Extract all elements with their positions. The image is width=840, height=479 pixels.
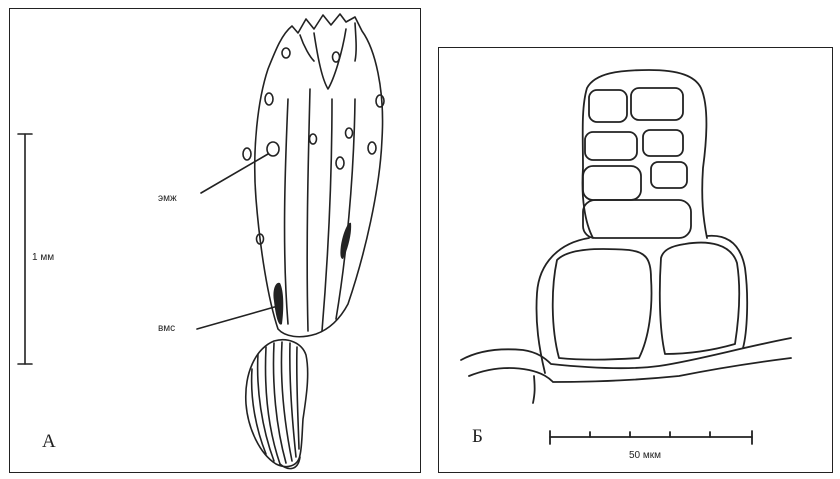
cell xyxy=(631,88,683,120)
panel-a-drawing xyxy=(10,9,422,474)
scale-bar-50um xyxy=(550,431,752,444)
corolla-vein xyxy=(307,89,310,331)
cell xyxy=(583,166,641,200)
cell xyxy=(589,90,627,122)
cell xyxy=(585,132,637,160)
cell xyxy=(583,200,691,238)
pointer-line-vms xyxy=(197,306,278,329)
panel-a: 1 мм эмж вмс А xyxy=(9,8,421,473)
pointer-line-emzh xyxy=(201,154,268,193)
scale-bar-1mm xyxy=(18,134,32,364)
panel-letter-a: А xyxy=(42,431,56,453)
cell xyxy=(651,162,687,188)
cell xyxy=(643,130,683,156)
scale-label-50um: 50 мкм xyxy=(629,450,661,461)
epidermis-line xyxy=(469,358,791,382)
hair-base-outline xyxy=(536,238,589,373)
scale-label-1mm: 1 мм xyxy=(32,252,54,263)
panel-b: 50 мкм Б xyxy=(438,47,833,473)
cell xyxy=(660,243,739,354)
corolla-vein xyxy=(285,99,288,324)
panel-letter-b: Б xyxy=(472,426,483,448)
label-vms: вмс xyxy=(158,323,175,334)
epidermis-line xyxy=(461,338,791,368)
panel-b-drawing xyxy=(439,48,834,474)
label-emzh: эмж xyxy=(158,193,177,204)
cell xyxy=(553,249,652,359)
corolla-vein xyxy=(322,99,332,331)
